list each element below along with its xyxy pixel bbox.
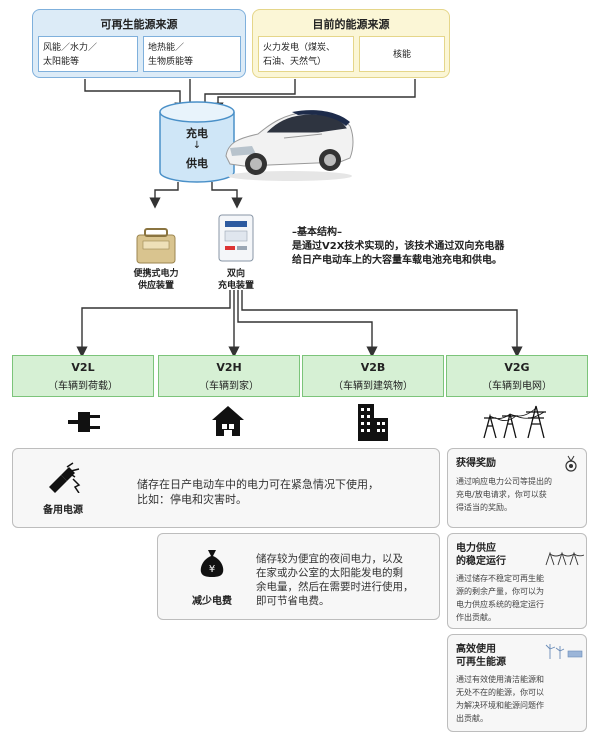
grid-card-stability-desc: 通过储存不稳定可再生能 源的剩余产量，你可以为 电力供应系统的稳定运行 作出贡献… <box>456 572 580 624</box>
reduce-bill-desc-line-4: 即可节省电费。 <box>256 595 330 607</box>
grid-card-reward: 获得奖励 通过响应电力公司等提出的 充电/放电请求，你可以获 得适当的奖励。 <box>447 448 587 528</box>
mode-v2g-desc: （车辆到电网） <box>482 381 552 392</box>
grid-card-renewable-line-4: 出贡献。 <box>456 714 488 723</box>
grid-card-reward-title: 获得奖励 <box>456 458 496 469</box>
mode-v2g-code: V2G <box>504 361 530 374</box>
wind-solar-icon <box>545 644 583 659</box>
grid-card-reward-line-2: 充电/放电请求，你可以获 <box>456 490 547 499</box>
thermal-power-box: 火力发电（煤炭、 石油、天然气） <box>258 36 354 72</box>
mode-v2l: V2L （车辆到荷载） <box>12 355 154 397</box>
mode-v2h-code: V2H <box>216 361 242 374</box>
grid-card-stability-title: 电力供应 的稳定运行 <box>456 543 506 567</box>
reduce-bill-card: ¥ 减少电费 储存较为便宜的夜间电力，以及 在家或办公室的太阳能发电的剩 余电量… <box>157 533 440 620</box>
plug-icon <box>68 412 100 432</box>
backup-power-desc: 储存在日产电动车中的电力可在紧急情况下使用， 比如：停电和灾害时。 <box>137 477 379 507</box>
power-grid-icon <box>483 405 546 439</box>
backup-power-desc-line-2: 比如：停电和灾害时。 <box>137 493 247 506</box>
portable-power-supply-label: 便携式电力 供应装置 <box>133 269 179 291</box>
mode-v2b-desc: （车辆到建筑物） <box>333 381 413 392</box>
current-sources-group: 目前的能源来源 火力发电（煤炭、 石油、天然气） 核能 <box>252 9 450 78</box>
basic-structure-text: –基本结构– 是通过V2X技术实现的，该技术通过双向充电器 给日产电动车上的大容… <box>292 226 504 268</box>
grid-card-renewable-desc: 通过有效使用清洁能源和 无处不在的能源，你可以 为解决环境和能源问题作 出贡献。 <box>456 673 580 725</box>
reduce-bill-desc: 储存较为便宜的夜间电力，以及 在家或办公室的太阳能发电的剩 余电量，然后在需要时… <box>256 552 414 608</box>
current-sources-title: 目前的能源来源 <box>312 18 390 31</box>
basic-structure-line-1: 是通过V2X技术实现的，该技术通过双向充电器 <box>292 241 505 252</box>
backup-power-label: 备用电源 <box>43 505 83 516</box>
money-bag-icon: ¥ <box>200 550 224 577</box>
nuclear-box: 核能 <box>359 36 445 72</box>
grid-card-renewable-title: 高效使用 可再生能源 <box>456 644 506 668</box>
electric-car-icon <box>225 110 354 181</box>
charge-label: 充电 <box>186 127 208 140</box>
down-arrow-icon: ↓ <box>192 140 202 151</box>
backup-power-desc-line-1: 储存在日产电动车中的电力可在紧急情况下使用， <box>137 478 379 491</box>
medal-icon <box>565 455 577 472</box>
backup-power-icon <box>49 462 81 493</box>
portable-power-supply-icon <box>136 228 176 264</box>
grid-card-renewable-line-1: 通过有效使用清洁能源和 <box>456 675 544 684</box>
renewable-sources-title: 可再生能源来源 <box>100 18 178 31</box>
bidirectional-charger-icon <box>218 214 254 262</box>
wind-hydro-solar-box: 风能／水力／ 太阳能等 <box>38 36 138 72</box>
grid-card-renewable-line-3: 为解决环境和能源问题作 <box>456 701 544 710</box>
geothermal-biomass-box: 地热能／ 生物质能等 <box>143 36 241 72</box>
reduce-bill-desc-line-3: 余电量，然后在需要时进行使用， <box>256 581 414 593</box>
grid-line-icon <box>545 551 584 566</box>
supply-label: 供电 <box>186 157 208 170</box>
basic-structure-line-2: 给日产电动车上的大容量车载电池充电和供电。 <box>292 255 502 266</box>
renewable-sources-group: 可再生能源来源 风能／水力／ 太阳能等 地热能／ 生物质能等 <box>32 9 246 78</box>
svg-text:¥: ¥ <box>209 564 215 575</box>
mode-v2b: V2B （车辆到建筑物） <box>302 355 444 397</box>
bidirectional-charger-label: 双向 充电装置 <box>217 269 254 291</box>
reduce-bill-desc-line-1: 储存较为便宜的夜间电力，以及 <box>256 553 403 565</box>
grid-card-stability: 电力供应 的稳定运行 通过储存不稳定可再生能 源的剩余产量，你可以为 电力供应系… <box>447 533 587 629</box>
mode-v2l-code: V2L <box>71 361 95 374</box>
grid-card-renewable: 高效使用 可再生能源 通过有效使用清洁能源和 无处不在的能源，你可以 为解决环境… <box>447 634 587 732</box>
mode-v2h-desc: （车辆到家） <box>199 381 259 392</box>
building-icon <box>358 404 388 441</box>
reduce-bill-desc-line-2: 在家或办公室的太阳能发电的剩 <box>256 567 403 579</box>
mode-v2g: V2G （车辆到电网） <box>446 355 588 397</box>
reduce-bill-label: 减少电费 <box>192 596 232 607</box>
grid-card-stability-line-2: 源的剩余产量，你可以为 <box>456 587 544 596</box>
grid-card-reward-line-1: 通过响应电力公司等提出的 <box>456 477 552 486</box>
house-icon <box>212 406 244 436</box>
grid-card-reward-line-3: 得适当的奖励。 <box>456 503 512 512</box>
grid-card-stability-line-3: 电力供应系统的稳定运行 <box>456 600 544 609</box>
backup-power-card: 备用电源 储存在日产电动车中的电力可在紧急情况下使用， 比如：停电和灾害时。 <box>12 448 440 528</box>
grid-card-renewable-line-2: 无处不在的能源，你可以 <box>456 688 544 697</box>
grid-card-reward-desc: 通过响应电力公司等提出的 充电/放电请求，你可以获 得适当的奖励。 <box>456 475 580 514</box>
basic-structure-title: –基本结构– <box>292 227 342 238</box>
mode-v2b-code: V2B <box>360 361 386 374</box>
mode-v2h: V2H （车辆到家） <box>158 355 300 397</box>
mode-v2l-desc: （车辆到荷载） <box>48 381 118 392</box>
grid-card-stability-line-1: 通过储存不稳定可再生能 <box>456 574 544 583</box>
grid-card-stability-line-4: 作出贡献。 <box>456 613 496 622</box>
